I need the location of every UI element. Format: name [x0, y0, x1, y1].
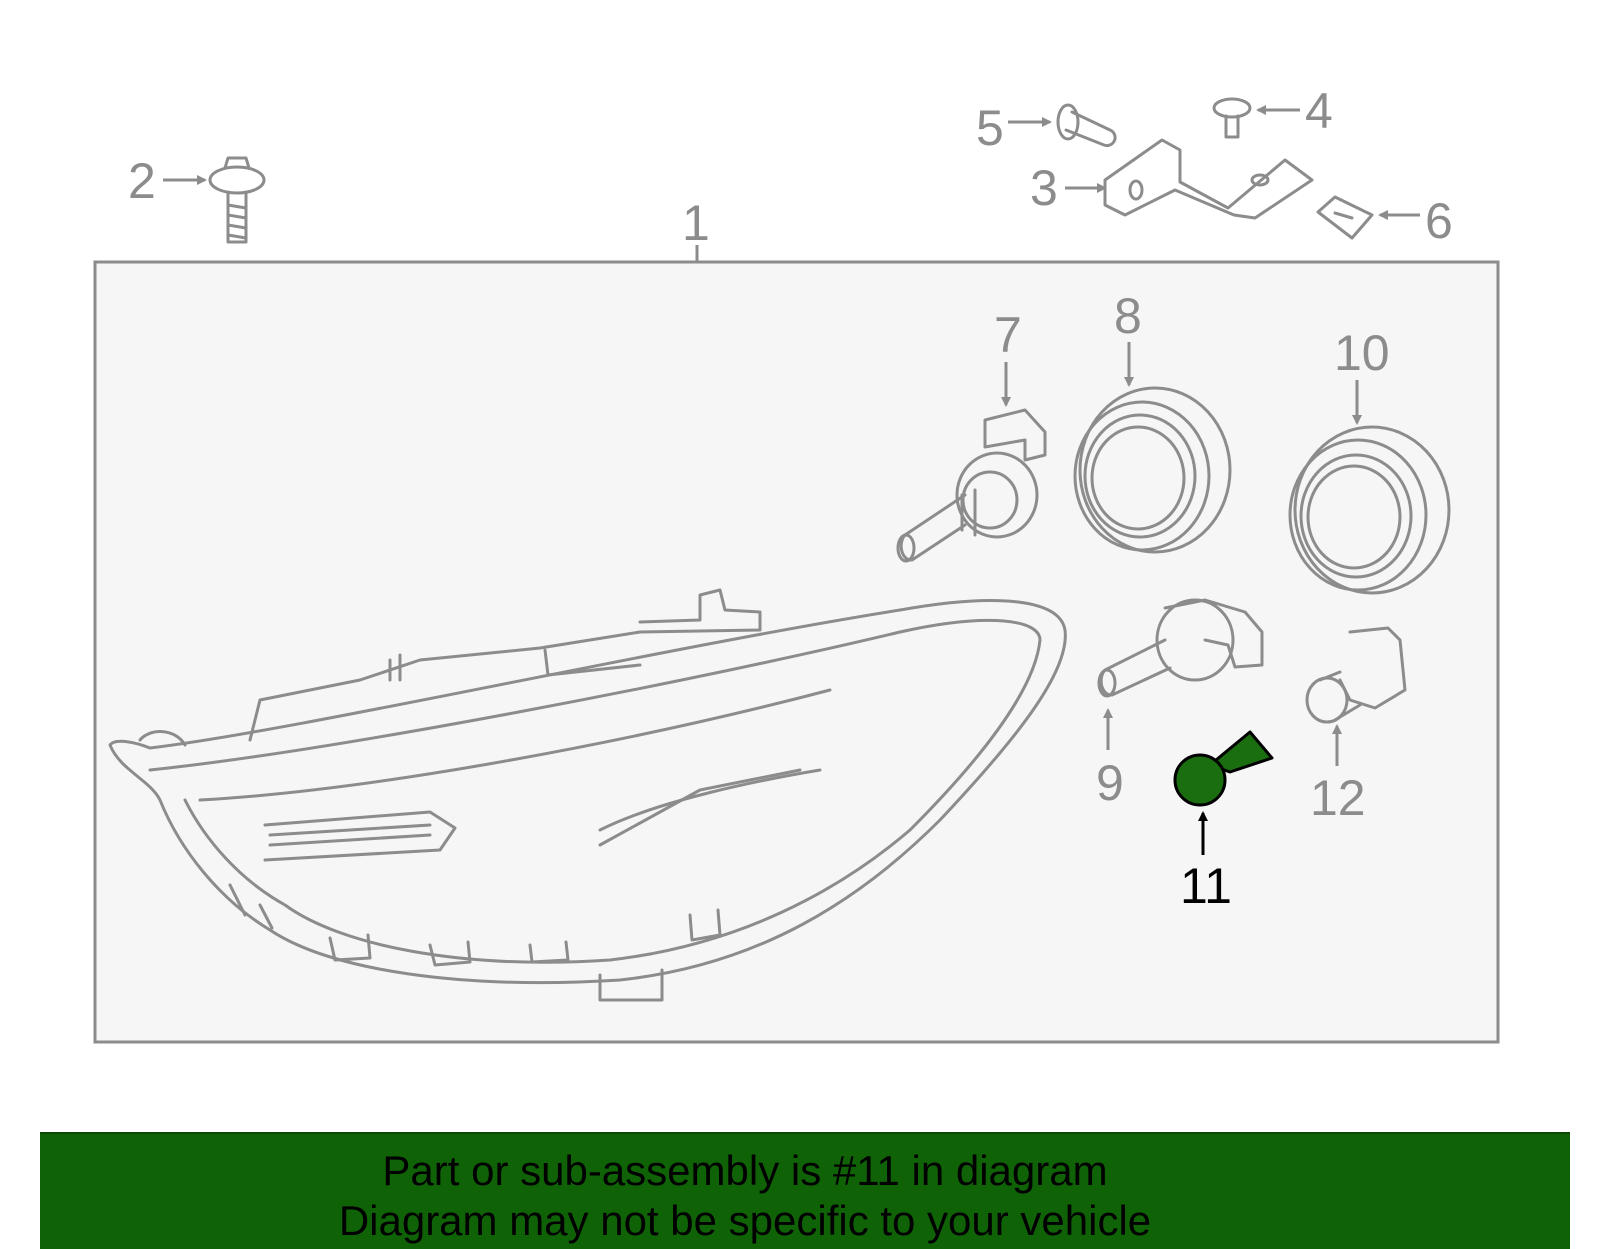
callout-2: 2	[128, 153, 156, 209]
callout-10: 10	[1334, 325, 1390, 381]
callout-5: 5	[976, 100, 1004, 156]
assembly-panel	[93, 260, 1500, 1044]
info-banner: Part or sub-assembly is #11 in diagram D…	[40, 1132, 1570, 1249]
callout-8: 8	[1114, 288, 1142, 344]
callout-9: 9	[1096, 755, 1124, 811]
screw-part-4	[1212, 97, 1252, 139]
callout-1: 1	[682, 195, 710, 251]
bulb-part-9	[1097, 598, 1264, 698]
banner-line-1: Part or sub-assembly is #11 in diagram	[382, 1147, 1108, 1194]
bulb-socket-part-7	[896, 408, 1047, 563]
callout-4: 4	[1305, 83, 1333, 139]
headlamp-assembly-part-1	[108, 588, 1067, 1002]
bulb-part-11-highlighted	[1173, 730, 1274, 807]
bracket-part-3	[1103, 138, 1314, 220]
callout-7: 7	[994, 307, 1022, 363]
banner-line-2: Diagram may not be specific to your vehi…	[338, 1197, 1152, 1244]
bolt-part-5	[1056, 103, 1117, 148]
bolt-part-2	[208, 156, 266, 244]
callout-12: 12	[1310, 770, 1366, 826]
gasket-ring-part-8	[1073, 386, 1232, 554]
callout-6: 6	[1425, 193, 1453, 249]
callout-3: 3	[1030, 160, 1058, 216]
bulb-socket-part-12	[1305, 626, 1407, 724]
gasket-ring-part-10	[1288, 425, 1451, 595]
callout-11: 11	[1180, 858, 1232, 914]
clip-part-6	[1316, 195, 1374, 240]
